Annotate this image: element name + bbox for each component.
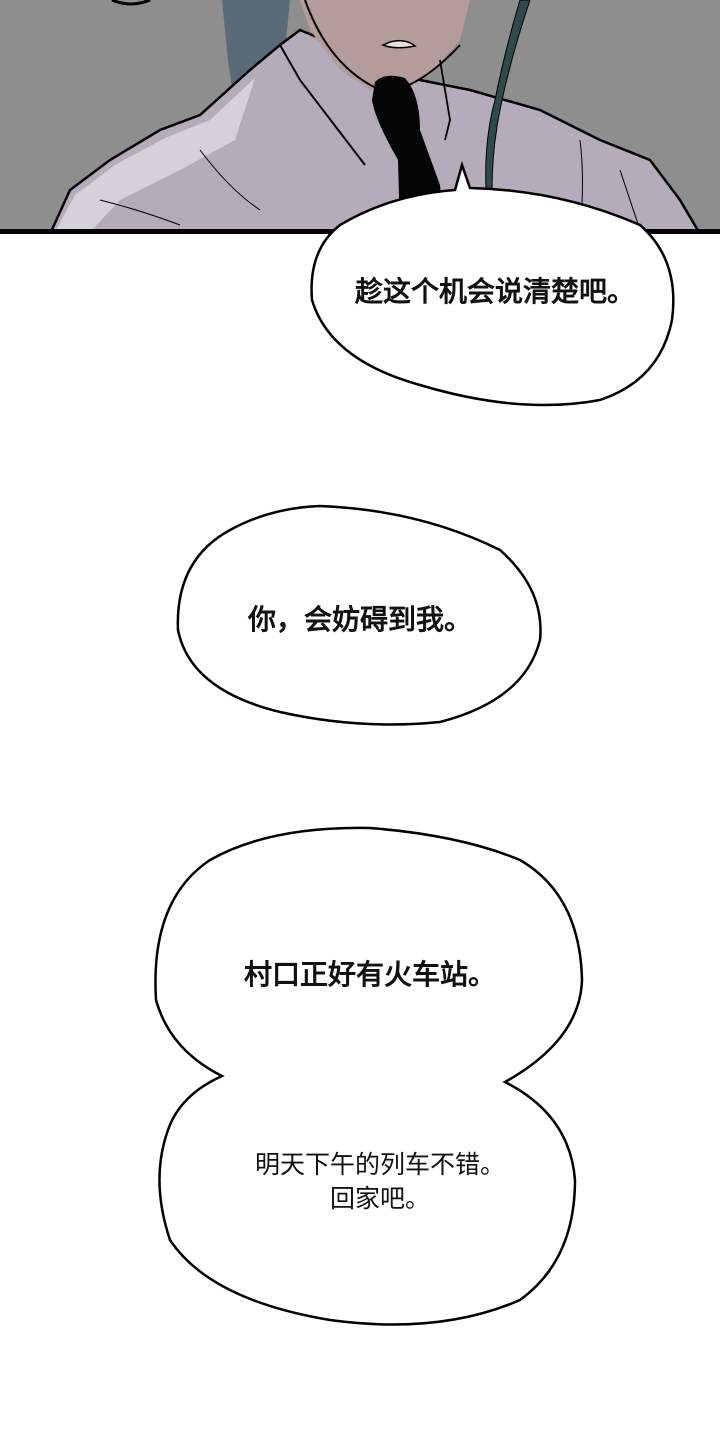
- speech-bubble-1-text: 趁这个机会说清楚吧。: [354, 275, 635, 308]
- speech-bubble-3-outline: [154, 826, 584, 1326]
- character-illustration: [0, 0, 720, 234]
- speech-bubble-3-text: 村口正好有火车站。: [243, 958, 496, 991]
- speech-bubble-2-outline: [176, 504, 542, 726]
- speech-bubble-4-text: 明天下午的列车不错。 回家吧。: [170, 1148, 590, 1216]
- speech-bubble-4-line-1: 明天下午的列车不错。: [254, 1150, 505, 1179]
- speech-bubble-4-line-2: 回家吧。: [329, 1184, 430, 1213]
- comic-panel-top: [0, 0, 720, 234]
- speech-bubble-2-text: 你，会妨碍到我。: [247, 603, 472, 636]
